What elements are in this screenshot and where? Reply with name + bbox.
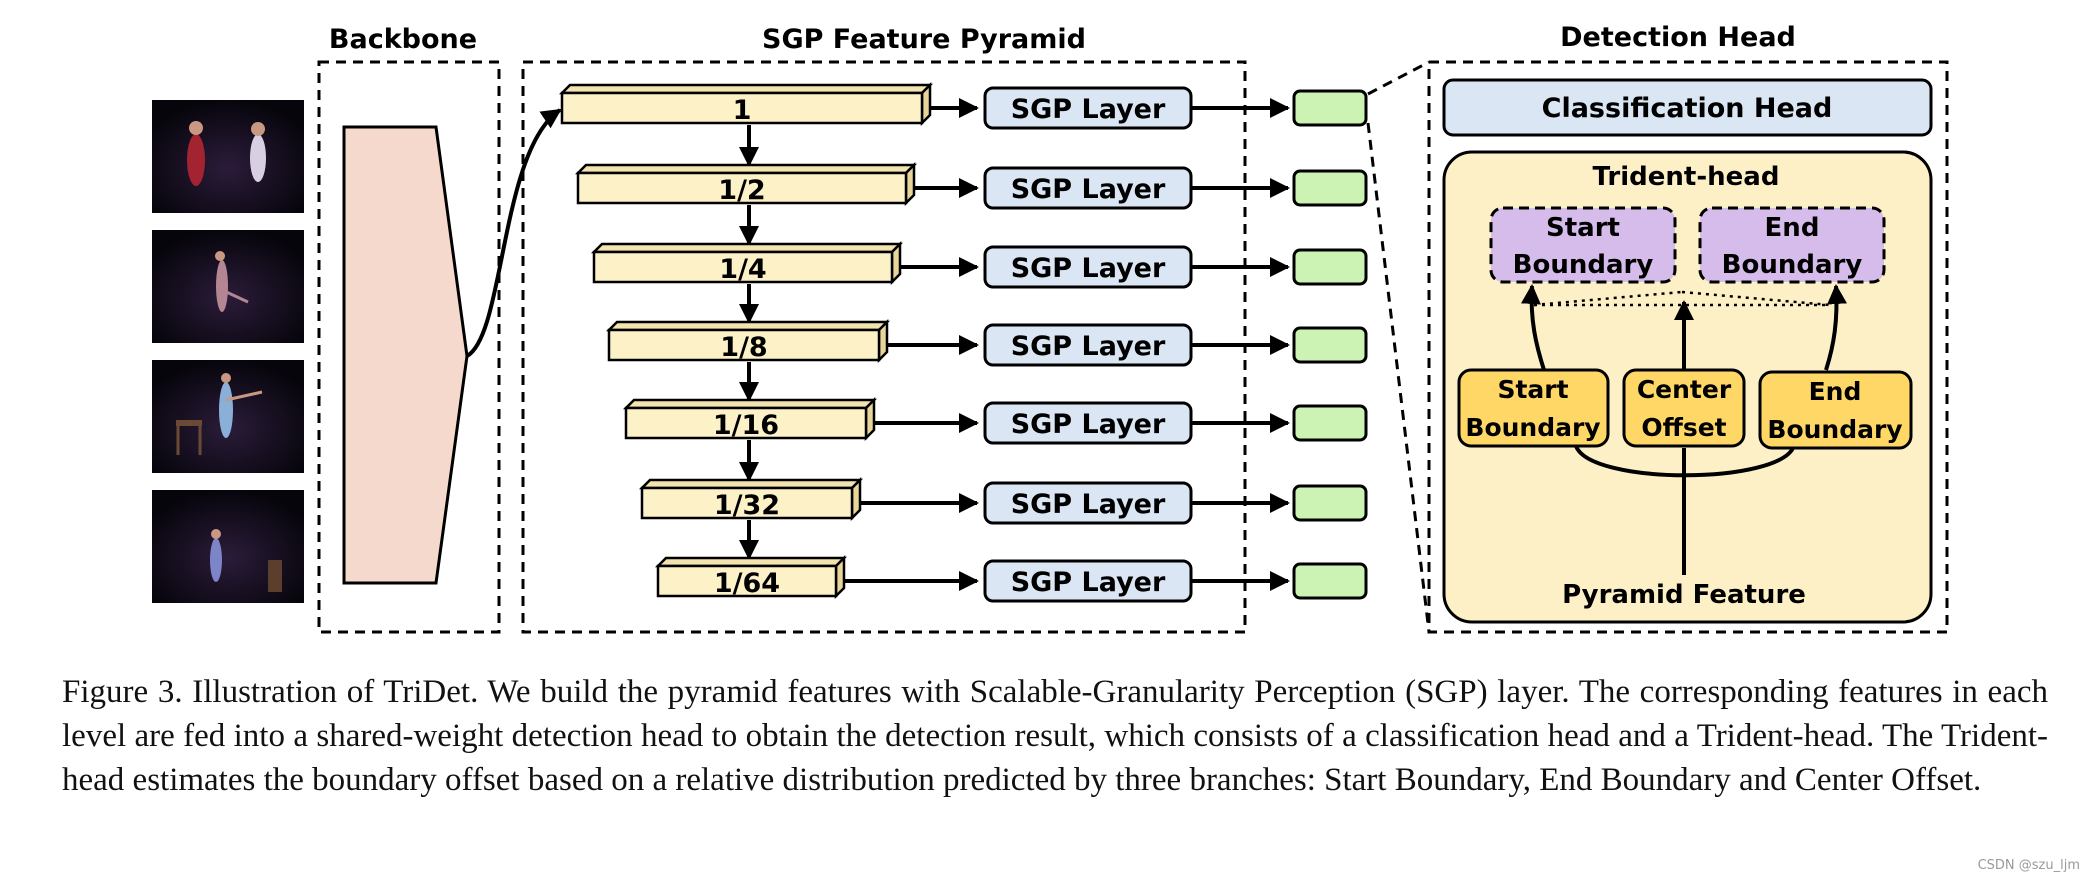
sgp-layer-label: SGP Layer [1011, 94, 1166, 125]
branch-start-line2: Boundary [1465, 413, 1600, 442]
branch-center-line2: Offset [1641, 413, 1726, 442]
branch-center-line1: Center [1637, 375, 1732, 404]
sgp-layer-label: SGP Layer [1011, 567, 1166, 598]
watermark: CSDN @szu_ljm [1977, 858, 2080, 873]
pyramid-level-label: 1/4 [719, 254, 766, 285]
pyramid-level-row: 1/64 SGP Layer [654, 554, 1368, 603]
zoom-line-bottom [1366, 122, 1431, 633]
pyramid-level-row: 1 SGP Layer [558, 81, 1368, 167]
pyramid-level-row: 1/8 SGP Layer [605, 318, 1368, 402]
feature-block [576, 171, 908, 205]
sgp-layer-label: SGP Layer [1011, 331, 1166, 362]
pyramid-level-label: 1/16 [713, 410, 779, 441]
feature-block [640, 486, 854, 520]
feature-block [592, 250, 894, 284]
branch-end-line1: End [1809, 377, 1862, 406]
pyramid-level-row: 1/16 SGP Layer [622, 396, 1368, 482]
backbone-title: Backbone [329, 24, 477, 55]
zoom-line-top [1367, 60, 1430, 96]
pyramid-level-row: 1/2 SGP Layer [574, 161, 1368, 246]
output-start-line1: Start [1546, 213, 1620, 243]
pyramid-level-label: 1/32 [714, 490, 780, 521]
detection-output-box [1292, 404, 1368, 442]
pyramid-feature-split [1574, 445, 1796, 478]
pyramid-level-label: 1/8 [720, 332, 767, 363]
sgp-layer-label: SGP Layer [1011, 409, 1166, 440]
backbone-encoder [342, 125, 469, 585]
output-end-line2: Boundary [1722, 250, 1863, 280]
combination-lines [1533, 290, 1831, 307]
output-start-boundary: Start Boundary [1489, 206, 1677, 284]
detection-output-box [1292, 326, 1368, 364]
detection-output-box [1292, 484, 1368, 522]
pyramid-feature-label: Pyramid Feature [1562, 580, 1806, 610]
branch-start-line1: Start [1497, 375, 1568, 404]
classification-head-label: Classification Head [1542, 93, 1833, 124]
detection-output-box [1292, 248, 1368, 286]
detection-output-box [1292, 562, 1368, 600]
feature-block [560, 91, 924, 125]
video-frame-icon [152, 360, 304, 473]
branch-end-line2: Boundary [1767, 415, 1902, 444]
detection-output-box [1292, 169, 1368, 207]
output-end-line1: End [1765, 213, 1820, 243]
pyramid-level-label: 1/64 [714, 568, 780, 599]
branch-start-boundary: Start Boundary [1457, 368, 1610, 448]
pyramid-level-row: 1/32 SGP Layer [638, 476, 1368, 560]
detection-head-box [1427, 60, 1949, 634]
output-start-line2: Boundary [1513, 250, 1654, 280]
backbone-box [317, 60, 501, 634]
branch-end-boundary: End Boundary [1758, 370, 1913, 450]
video-frame-icon [152, 100, 304, 213]
feature-block [607, 328, 881, 362]
pyramid-title: SGP Feature Pyramid [762, 24, 1086, 55]
video-frame-icon [152, 490, 304, 603]
detection-output-box [1292, 89, 1368, 127]
end-branch-arrow [1824, 284, 1848, 371]
branch-center-offset: Center Offset [1622, 368, 1746, 448]
trident-head-label: Trident-head [1593, 162, 1780, 192]
feature-block [624, 406, 868, 440]
classification-head-box [1442, 78, 1933, 137]
sgp-layer-label: SGP Layer [1011, 253, 1166, 284]
video-frames [152, 100, 304, 603]
output-end-boundary: End Boundary [1698, 206, 1886, 284]
sgp-layer-label: SGP Layer [1011, 489, 1166, 520]
backbone-to-pyramid-arrow [465, 108, 562, 358]
feature-block [656, 564, 838, 598]
detection-head-title: Detection Head [1560, 22, 1796, 53]
sgp-layer-label: SGP Layer [1011, 174, 1166, 205]
pyramid-level-row: 1/4 SGP Layer [590, 240, 1368, 324]
pyramid-level-label: 1/2 [718, 175, 765, 206]
start-branch-arrow [1520, 284, 1546, 371]
figure-caption: Figure 3. Illustration of TriDet. We bui… [62, 674, 2048, 798]
pyramid-level-label: 1 [733, 95, 752, 126]
video-frame-icon [152, 230, 304, 343]
